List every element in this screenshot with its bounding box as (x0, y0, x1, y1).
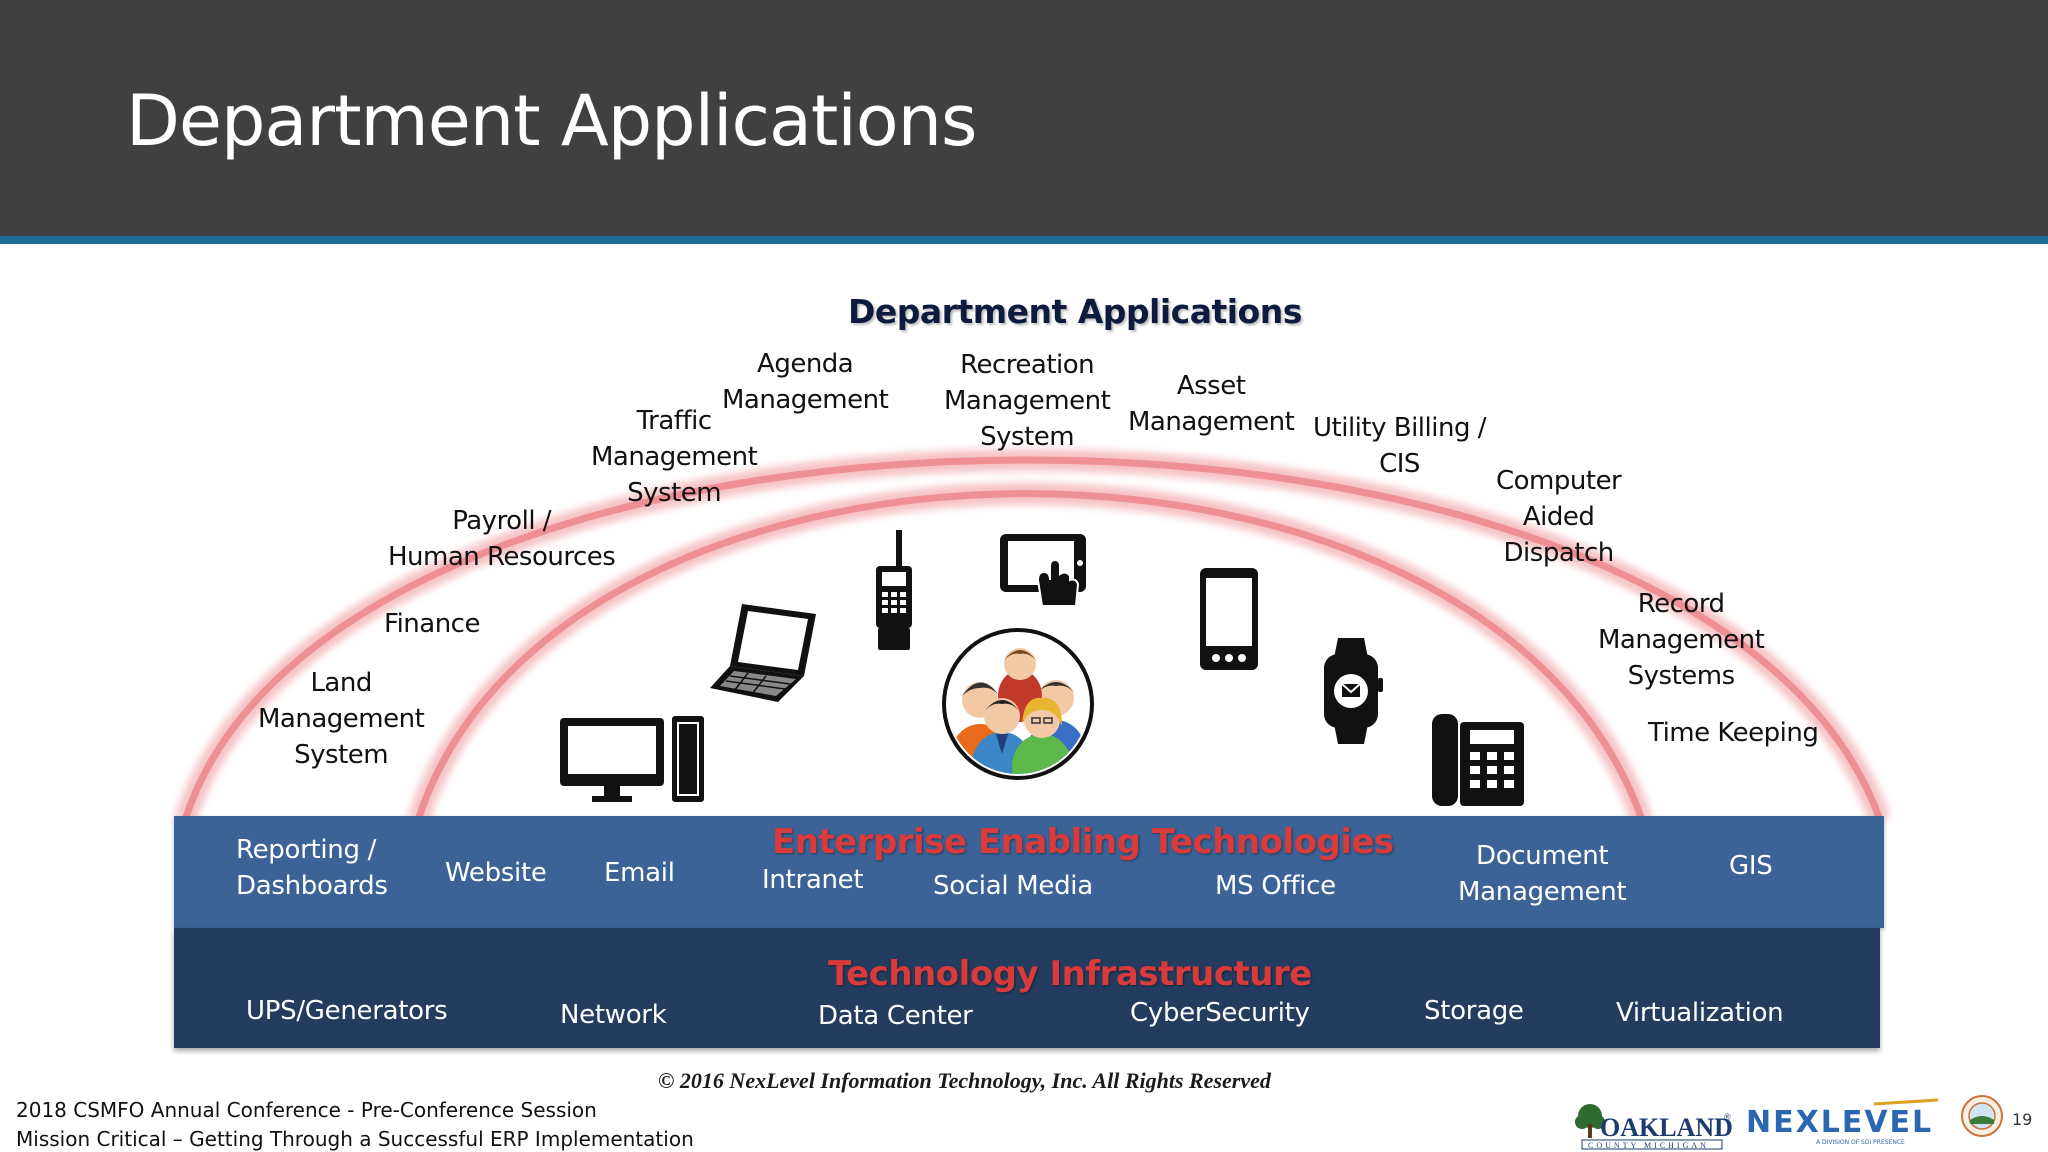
radio-icon (876, 530, 912, 650)
app-asset-management: Asset Management (1128, 371, 1295, 437)
enterprise-item-intranet: Intranet (762, 865, 864, 895)
app-record-management-systems: Record Management Systems (1598, 589, 1765, 691)
smartwatch-icon (1324, 638, 1383, 744)
enterprise-item-email: Email (604, 858, 675, 888)
user-group-icon (942, 628, 1094, 780)
app-time-keeping: Time Keeping (1648, 718, 1819, 748)
tablet-touch-icon (1000, 534, 1086, 607)
copyright-notice: © 2016 NexLevel Information Technology, … (658, 1068, 1271, 1093)
page-number: 19 (2012, 1110, 2033, 1129)
app-utility-billing-cis: Utility Billing / CIS (1313, 413, 1486, 479)
slide-title: Department Applications (126, 80, 977, 162)
app-finance: Finance (384, 609, 480, 639)
outer-arc (174, 449, 1891, 824)
infrastructure-item-ups-generators: UPS/Generators (246, 996, 448, 1026)
desktop-computer-icon (560, 716, 704, 802)
enterprise-item-reporting-dashboards: Reporting / Dashboards (236, 835, 388, 901)
nexlevel-logo: NEXLEVEL A DIVISION OF SDI PRESENCE (1746, 1098, 1939, 1146)
desk-phone-icon (1432, 714, 1524, 806)
oakland-county-logo: OAKLAND ® COUNTY MICHIGAN (1575, 1104, 1733, 1150)
nexlevel-logo-sub: A DIVISION OF SDI PRESENCE (1816, 1139, 1905, 1146)
enterprise-band (174, 816, 1884, 928)
infrastructure-item-virtualization: Virtualization (1616, 998, 1784, 1028)
nexlevel-logo-name: NEXLEVEL (1746, 1105, 1933, 1140)
enterprise-item-website: Website (445, 858, 547, 888)
app-computer-aided-dispatch: Computer Aided Dispatch (1496, 466, 1622, 568)
laptop-icon (710, 604, 816, 702)
smartphone-icon (1200, 568, 1258, 670)
infrastructure-band (174, 928, 1880, 1048)
enterprise-item-gis: GIS (1729, 851, 1773, 881)
infrastructure-item-data-center: Data Center (818, 1001, 973, 1031)
svg-text:®: ® (1724, 1112, 1731, 1122)
enterprise-title: Enterprise Enabling Technologies (772, 822, 1394, 862)
slide-header (0, 0, 2048, 236)
app-traffic-management-system: Traffic Management System (591, 406, 758, 508)
infrastructure-title: Technology Infrastructure (828, 954, 1312, 994)
footer-conference: 2018 CSMFO Annual Conference - Pre-Confe… (16, 1098, 597, 1122)
infrastructure-item-cybersecurity: CyberSecurity (1130, 998, 1310, 1028)
enterprise-item-ms-office: MS Office (1215, 871, 1336, 901)
infrastructure-item-network: Network (560, 1000, 667, 1030)
county-seal-icon (1961, 1095, 2003, 1137)
enterprise-item-document-management: Document Management (1458, 841, 1627, 907)
app-land-management-system: Land Management System (258, 668, 425, 770)
footer-session-title: Mission Critical – Getting Through a Suc… (16, 1127, 694, 1151)
app-agenda-management: Agenda Management (722, 349, 889, 415)
header-rule (0, 236, 2048, 244)
app-recreation-management-system: Recreation Management System (944, 350, 1111, 452)
oakland-logo-name: OAKLAND (1600, 1113, 1733, 1142)
infrastructure-item-storage: Storage (1424, 996, 1524, 1026)
app-payroll-human-resources: Payroll / Human Resources (388, 506, 616, 572)
inner-arc (407, 482, 1653, 824)
diagram-title: Department Applications (848, 292, 1302, 331)
oakland-logo-sub: COUNTY MICHIGAN (1588, 1141, 1709, 1150)
enterprise-item-social-media: Social Media (933, 871, 1093, 901)
